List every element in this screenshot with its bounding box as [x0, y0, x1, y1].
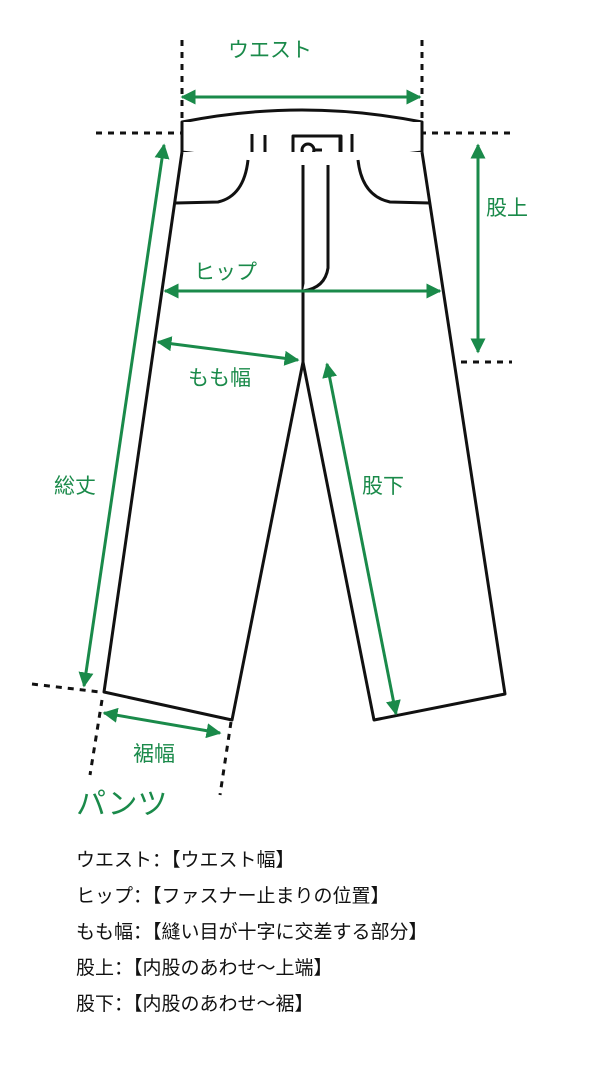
pants-outline — [102, 108, 507, 722]
definition-term: ウエスト — [76, 849, 153, 871]
definition-description: 【ファスナー止まりの位置】 — [152, 885, 390, 907]
definition-hip: ヒップ：【ファスナー止まりの位置】 — [76, 885, 390, 907]
definition-waist: ウエスト：【ウエスト幅】 — [76, 849, 295, 871]
pants-diagram — [31, 40, 512, 796]
definition-description: 【内股のあわせ～裾】 — [133, 993, 314, 1015]
definition-list: ウエスト：【ウエスト幅】 ヒップ：【ファスナー止まりの位置】 もも幅：【縫い目が… — [76, 842, 428, 1022]
definition-rise: 股上：【内股のあわせ～上端】 — [76, 957, 333, 979]
definition-inseam: 股下：【内股のあわせ～裾】 — [76, 993, 314, 1015]
definition-term: 股上 — [76, 957, 115, 979]
definition-term: 股下 — [76, 993, 115, 1015]
definition-term: もも幅 — [76, 921, 134, 943]
definition-description: 【内股のあわせ～上端】 — [133, 957, 333, 979]
hip-label: ヒップ — [194, 260, 257, 284]
inseam-label: 股下 — [362, 474, 404, 498]
waist-label: ウエスト — [228, 38, 312, 62]
total-length-label: 総丈 — [54, 474, 96, 498]
legend-title: パンツ — [76, 787, 168, 822]
rise-label: 股上 — [486, 196, 528, 220]
definition-description: 【ウエスト幅】 — [171, 849, 295, 871]
measurement-arrows — [78, 89, 486, 739]
thigh-label: もも幅 — [188, 366, 251, 390]
hem-label: 裾幅 — [133, 742, 175, 766]
definition-term: ヒップ — [76, 885, 134, 907]
definition-thigh: もも幅：【縫い目が十字に交差する部分】 — [76, 921, 428, 943]
definition-description: 【縫い目が十字に交差する部分】 — [152, 921, 428, 943]
